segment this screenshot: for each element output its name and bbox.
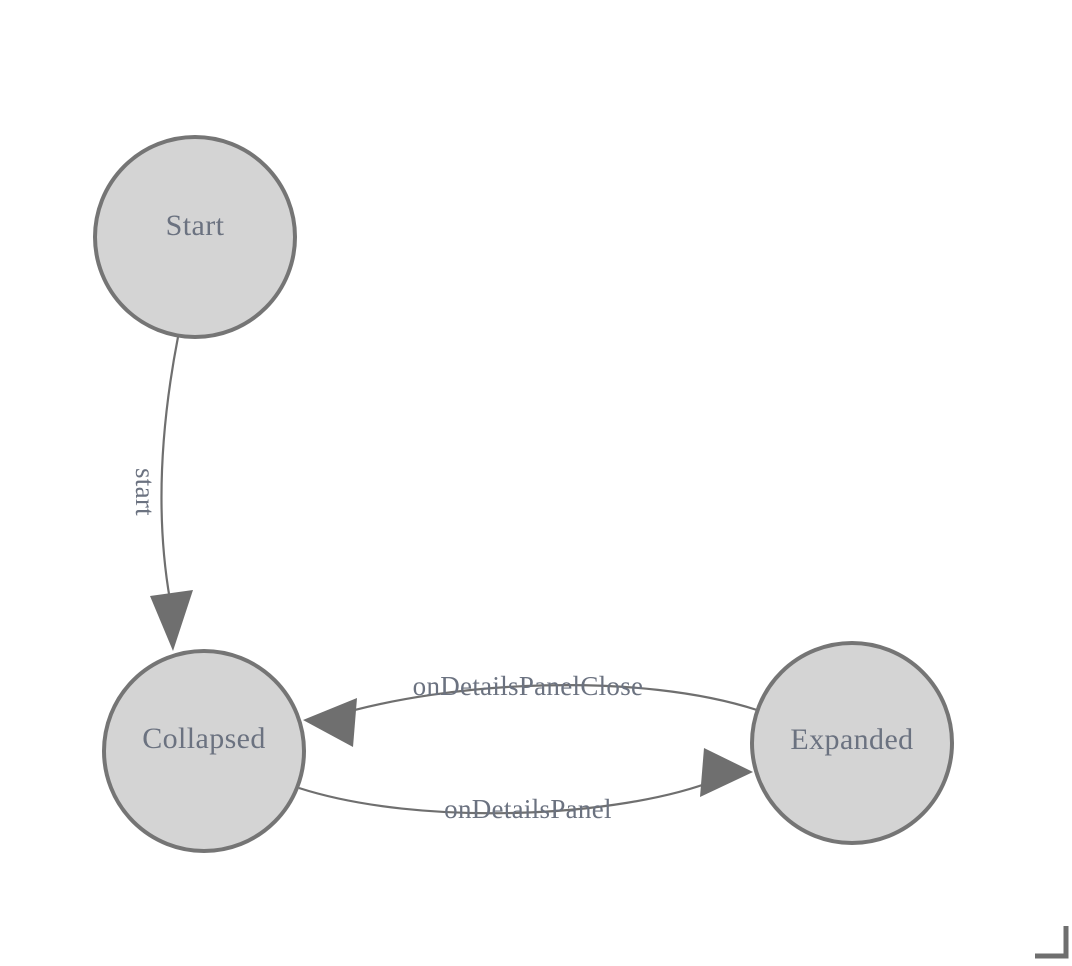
- node-shape-expanded: [750, 641, 954, 845]
- node-shape-start: [93, 135, 297, 339]
- arrowhead-into-collapsed-right: [303, 698, 357, 747]
- edge-label-on-details-panel: onDetailsPanel: [444, 794, 612, 824]
- node-shape-collapsed: [102, 649, 306, 853]
- node-collapsed[interactable]: Collapsed: [102, 649, 306, 853]
- edge-expanded-to-collapsed[interactable]: onDetailsPanelClose: [303, 671, 758, 747]
- node-start[interactable]: Start: [93, 135, 297, 339]
- node-expanded[interactable]: Expanded: [750, 641, 954, 845]
- edge-path-collapsed-to-expanded: [298, 778, 717, 815]
- arrowhead-into-collapsed-top: [150, 590, 193, 651]
- node-label-collapsed: Collapsed: [142, 722, 266, 755]
- arrowhead-into-expanded: [700, 748, 753, 797]
- edge-collapsed-to-expanded[interactable]: onDetailsPanel: [298, 748, 753, 824]
- edge-label-on-details-panel-close: onDetailsPanelClose: [413, 671, 644, 701]
- edge-path-start-to-collapsed: [160, 336, 180, 601]
- resize-corner-bracket-icon[interactable]: [1035, 926, 1069, 959]
- edge-path-expanded-to-collapsed: [329, 684, 758, 719]
- edge-start-to-collapsed[interactable]: start: [130, 336, 193, 651]
- edge-label-start: start: [130, 468, 160, 516]
- node-label-expanded: Expanded: [790, 723, 913, 756]
- node-label-start: Start: [166, 209, 225, 242]
